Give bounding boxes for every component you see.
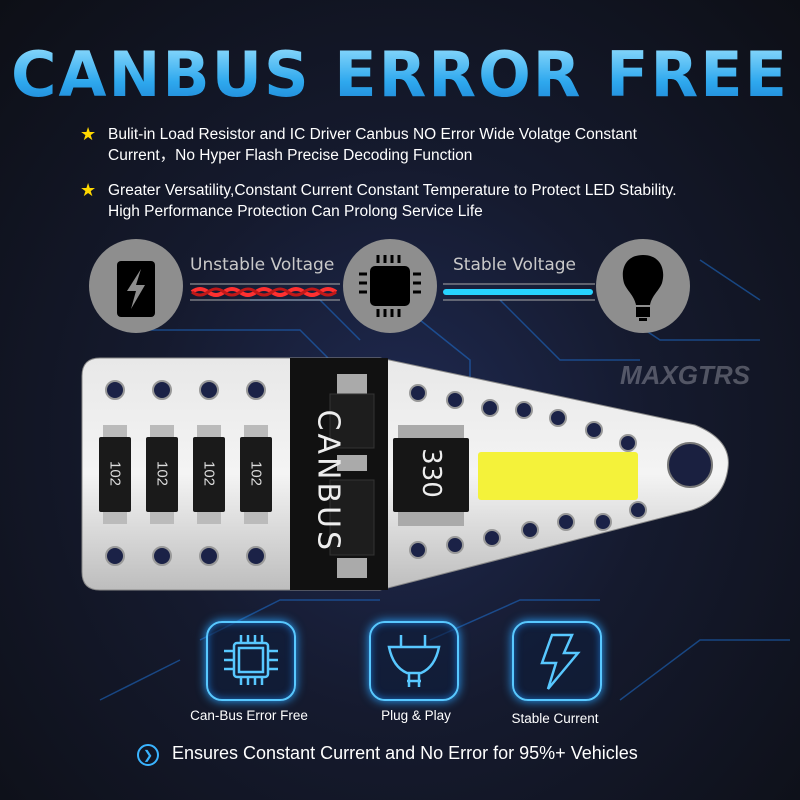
battery-circle [89,239,183,333]
chip-circle [343,239,437,333]
star-icon: ★ [80,124,97,144]
plug-icon [387,635,441,687]
feature-current [512,621,602,701]
resistor-label: 102 [106,460,124,487]
bullet-2: ★ Greater Versatility,Constant Current C… [80,180,788,222]
resistor-330 [393,438,469,512]
feature-plug [369,621,459,701]
page-title: CANBUS ERROR FREE [0,38,800,111]
bulb-circle [596,239,690,333]
watermark-logo: MAXGTRS [620,360,750,390]
resistor-main-label: 330 [416,448,446,498]
resistor-label: 102 [247,460,265,487]
stable-voltage-line [443,283,595,301]
footer-text: Ensures Constant Current and No Error fo… [172,743,638,763]
arrow-circle-icon: ❯ [137,744,159,766]
bullet-text: Current，No Hyper Flash Precise Decoding … [108,147,473,164]
chip-icon [359,255,421,317]
lightning-icon [540,633,581,690]
star-icon: ★ [80,180,97,200]
feature-label: Can-Bus Error Free [190,708,308,723]
stable-voltage-label: Stable Voltage [453,255,577,275]
resistor-label: 102 [153,460,171,487]
feature-canbus [206,621,296,701]
led-board [81,357,729,591]
bulb-icon [622,255,664,321]
led-chip [478,452,638,500]
unstable-voltage-label: Unstable Voltage [190,255,335,275]
resistor-label: 102 [200,460,218,487]
bullet-1: ★ Bulit-in Load Resistor and IC Driver C… [80,124,788,166]
feature-label: Stable Current [511,711,599,726]
mount-hole [667,442,713,488]
unstable-voltage-line [190,283,340,301]
canbus-band-label: CANBUS [310,409,346,554]
resistors [99,425,272,524]
bullet-text: Greater Versatility,Constant Current Con… [108,182,677,199]
chip-icon [224,635,278,685]
phone-lightning-icon [117,261,155,317]
bullet-text: High Performance Protection Can Prolong … [108,203,483,220]
feature-label: Plug & Play [381,708,451,723]
bullet-text: Bulit-in Load Resistor and IC Driver Can… [108,126,637,143]
